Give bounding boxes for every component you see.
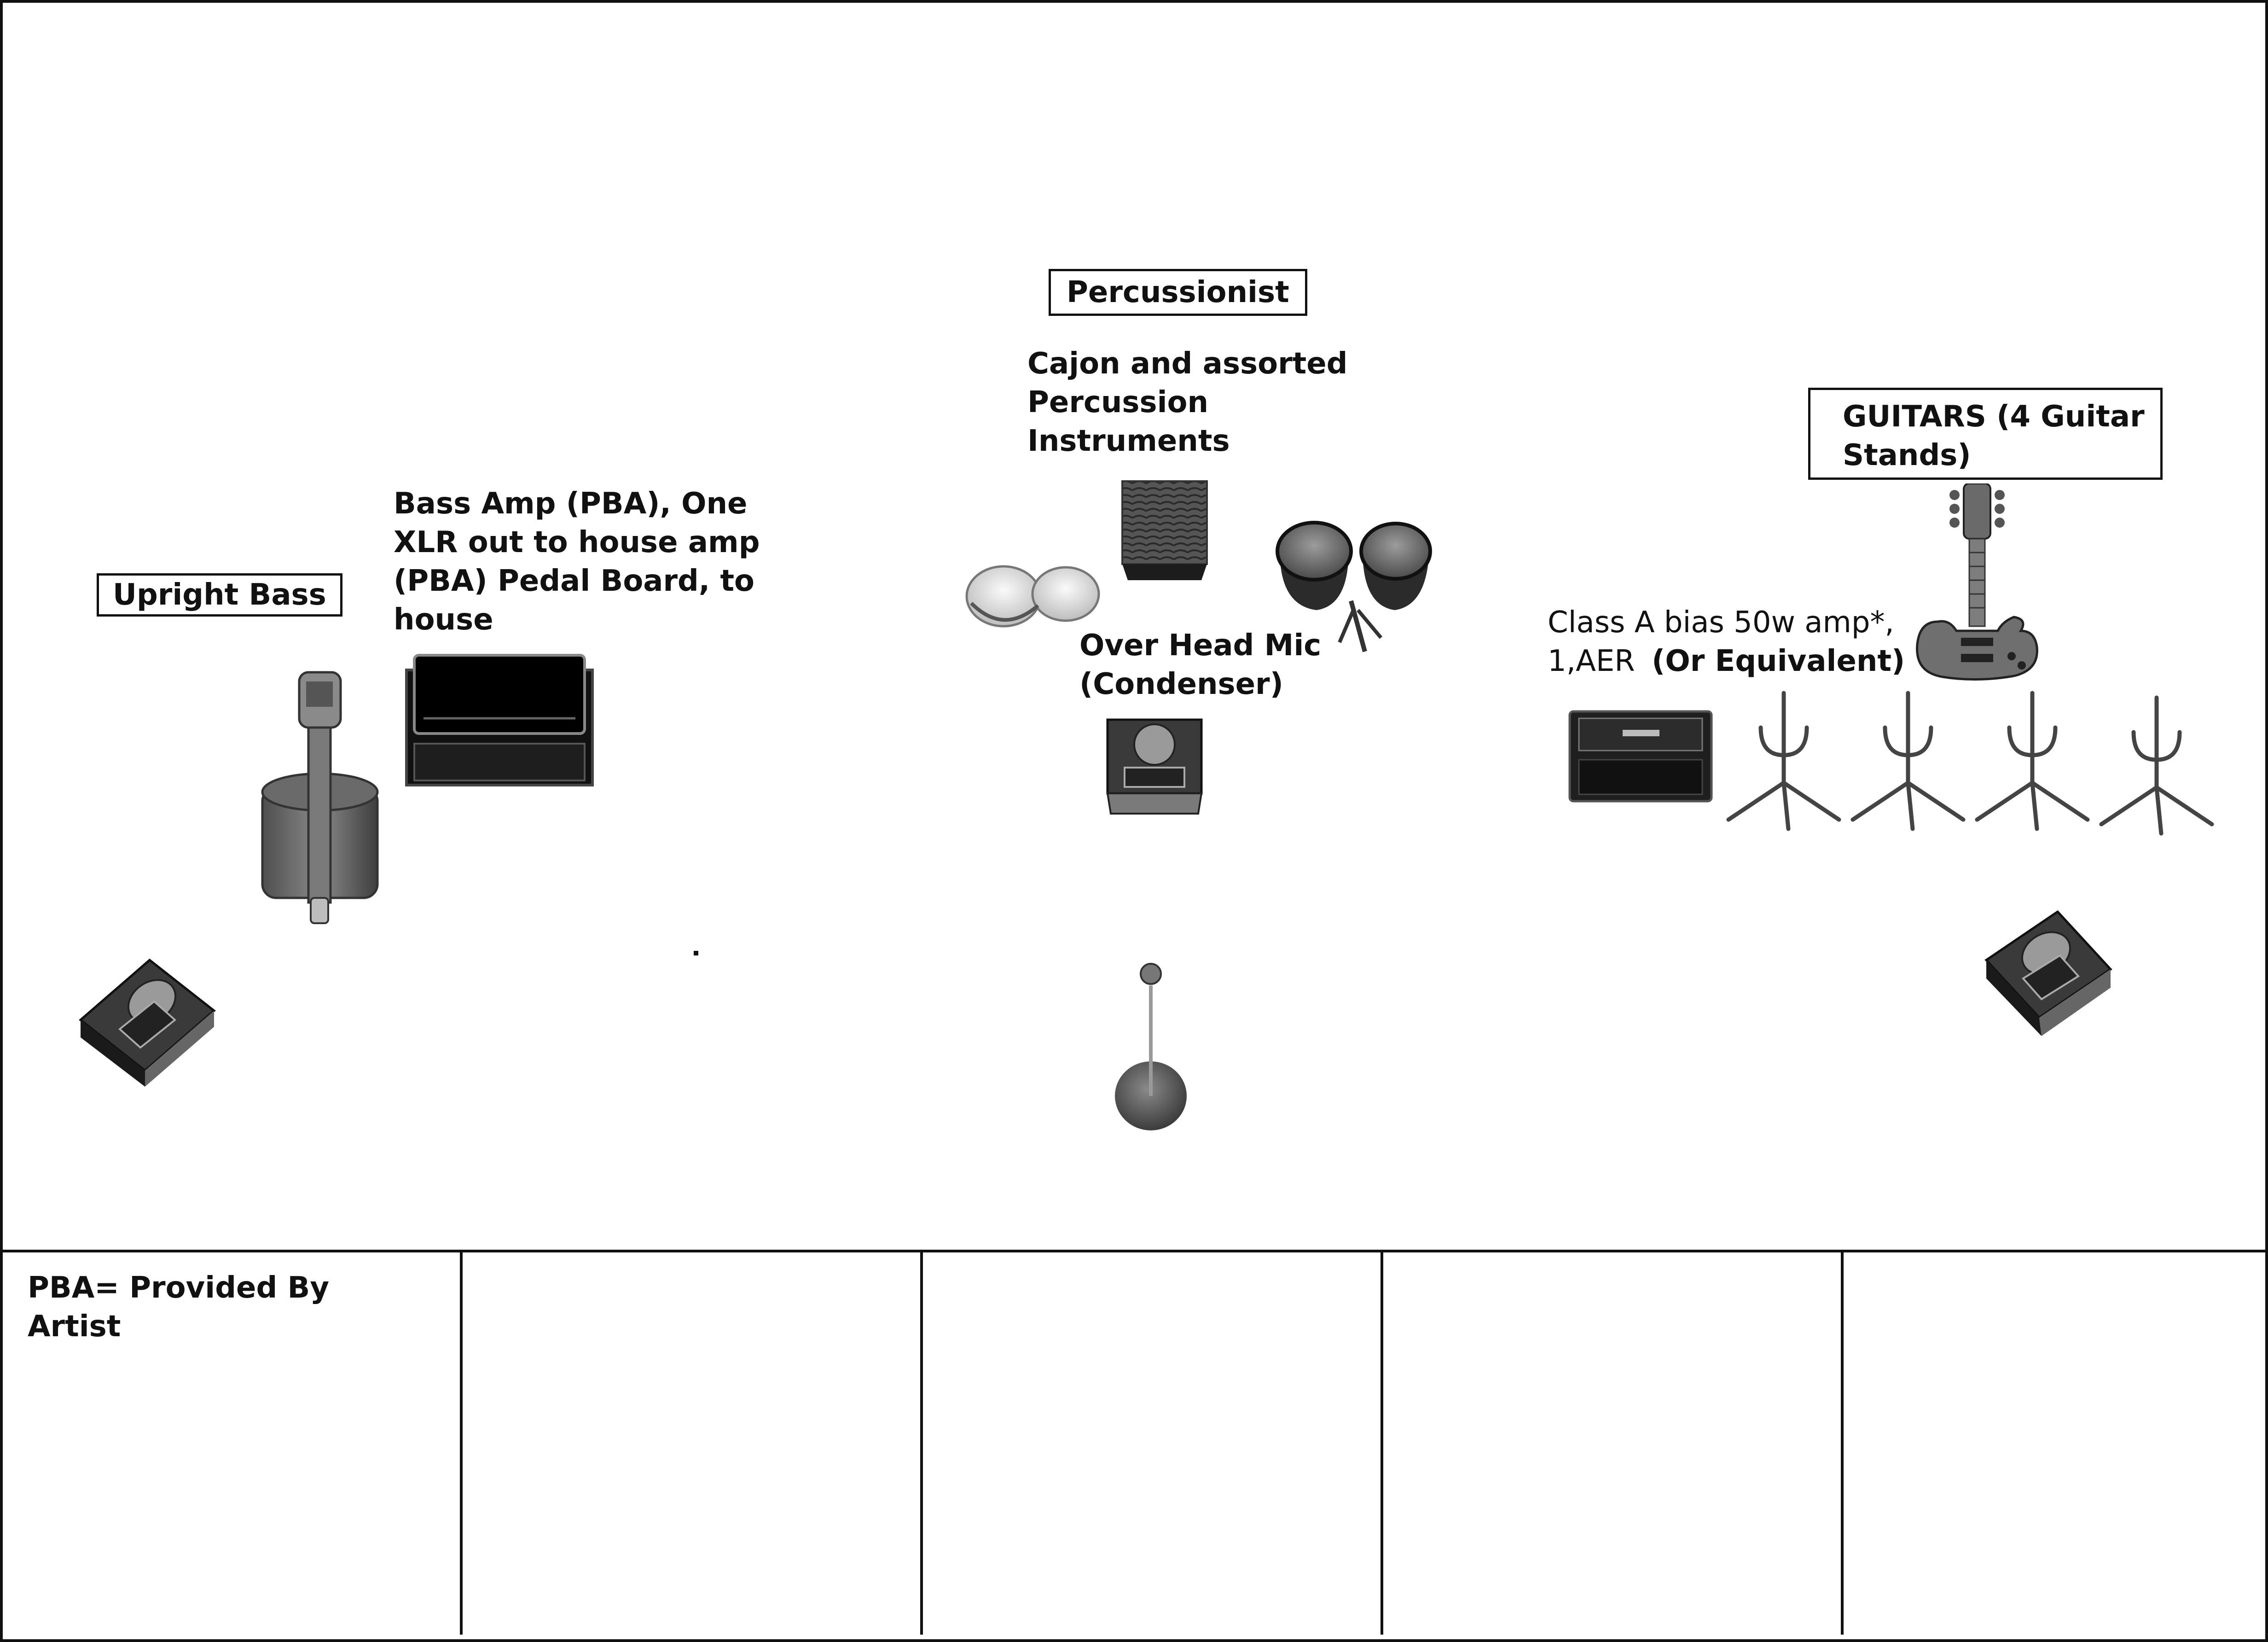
microphone-stand-icon <box>1113 962 1189 1133</box>
percussion-desc-line-2: Percussion <box>1027 385 1209 419</box>
guitar-amp-line-2: 1,AER (Or Equivalent) <box>1548 642 1905 681</box>
overhead-mic-line-2: (Condenser) <box>1079 667 1283 701</box>
bass-amp-icon <box>403 652 596 790</box>
guitar-stand-icon <box>1972 691 2092 833</box>
guitar-amp-label: Class A bias 50w amp*, 1,AER (Or Equival… <box>1548 603 1905 681</box>
guitar-amp-model: 1,AER <box>1548 644 1635 678</box>
legend-divider <box>3 1250 2265 1252</box>
bongo-drums-icon <box>964 559 1102 633</box>
pba-legend-line-2: Artist <box>28 1310 121 1344</box>
upright-bass-label: Upright Bass <box>97 573 342 617</box>
legend-column-divider-1 <box>460 1252 463 1635</box>
percussion-description: Cajon and assorted Percussion Instrument… <box>1027 344 1347 460</box>
guitars-line-1: GUITARS (4 Guitar <box>1843 400 2145 434</box>
conga-drums-icon <box>1270 518 1441 656</box>
bass-amp-line-2: XLR out to house amp <box>394 525 760 559</box>
guitars-line-2: Stands) <box>1843 438 1971 472</box>
guitar-amp-equivalent: (Or Equivalent) <box>1652 644 1905 678</box>
overhead-mic-monitor-icon <box>1104 716 1205 817</box>
guitar-stand-icon <box>1848 691 1968 833</box>
percussionist-text: Percussionist <box>1067 275 1289 309</box>
guitars-label: GUITARS (4 Guitar Stands) <box>1808 388 2163 480</box>
cajon-icon <box>1119 479 1211 582</box>
upright-bass-icon <box>230 668 382 926</box>
pba-legend-line-1: PBA= Provided By <box>28 1271 330 1305</box>
legend-column-divider-2 <box>920 1252 923 1635</box>
overhead-mic-label: Over Head Mic (Condenser) <box>1079 626 1321 704</box>
legend-column-divider-4 <box>1841 1252 1844 1635</box>
legend-column-divider-3 <box>1381 1252 1383 1635</box>
stray-dot <box>694 951 698 955</box>
bass-amp-label: Bass Amp (PBA), One XLR out to house amp… <box>394 484 760 639</box>
bass-amp-line-3: (PBA) Pedal Board, to <box>394 564 754 598</box>
monitor-wedge-left-icon <box>76 955 219 1089</box>
guitar-stand-icon <box>2097 695 2216 838</box>
guitar-amp-line-1: Class A bias 50w amp*, <box>1548 606 1894 640</box>
overhead-mic-line-1: Over Head Mic <box>1079 629 1322 663</box>
pba-legend: PBA= Provided By Artist <box>28 1269 329 1346</box>
percussion-desc-line-1: Cajon and assorted <box>1027 347 1348 381</box>
guitar-stand-icon <box>1724 691 1844 833</box>
bass-amp-line-4: house <box>394 603 493 637</box>
electric-guitar-icon <box>1910 483 2044 686</box>
percussion-desc-line-3: Instruments <box>1027 424 1230 458</box>
percussionist-label: Percussionist <box>1049 269 1307 316</box>
guitar-amp-icon <box>1567 709 1714 804</box>
upright-bass-text: Upright Bass <box>113 578 326 612</box>
bass-amp-line-1: Bass Amp (PBA), One <box>394 487 748 521</box>
monitor-wedge-right-icon <box>1972 909 2115 1038</box>
